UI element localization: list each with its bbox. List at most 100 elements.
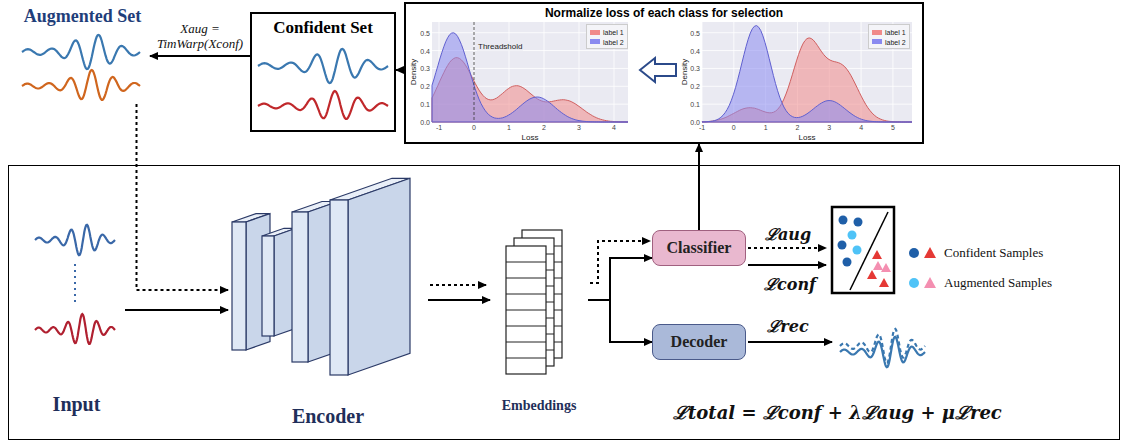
grid-line bbox=[702, 22, 703, 122]
tick-label: 0 bbox=[472, 124, 476, 131]
selection-panel: Normalize loss of each class for selecti… bbox=[404, 2, 924, 144]
legend-icons bbox=[908, 276, 938, 290]
embedding-cell bbox=[506, 262, 546, 263]
circle-sample bbox=[854, 218, 863, 227]
signal-wave bbox=[258, 91, 388, 119]
tick-label: 1 bbox=[764, 124, 768, 131]
tick-label: 0.3 bbox=[420, 65, 430, 72]
tick-label: 5 bbox=[891, 124, 895, 131]
classifier-box: Classifier bbox=[652, 230, 746, 266]
flow-arrow bbox=[588, 258, 652, 300]
axis-title: Density bbox=[409, 59, 418, 86]
embedding-cell bbox=[506, 278, 546, 279]
tick-label: 0.5 bbox=[690, 29, 700, 36]
sample-legend-row: Confident Samples bbox=[908, 244, 1043, 261]
loss-arrow bbox=[748, 247, 826, 249]
tick-label: 0.4 bbox=[690, 47, 700, 54]
flow-arrow bbox=[137, 104, 229, 290]
circle-sample bbox=[853, 246, 862, 255]
axis-title: Density bbox=[680, 59, 689, 86]
hollow-arrow bbox=[640, 58, 676, 82]
node-text: Decoder bbox=[671, 333, 728, 351]
loss-arrow bbox=[748, 264, 826, 266]
tick-label: 1 bbox=[507, 124, 511, 131]
tick-label: 2 bbox=[542, 124, 546, 131]
embedding-cell bbox=[506, 294, 546, 295]
axis-title: Loss bbox=[799, 133, 816, 142]
tick-label: 4 bbox=[612, 124, 616, 131]
signal-wave bbox=[35, 314, 115, 344]
triangle-sample bbox=[881, 263, 891, 272]
encoder-group: Encoder bbox=[228, 188, 428, 430]
node-text: Normalize loss of each class for selecti… bbox=[545, 6, 783, 20]
triangle-sample bbox=[873, 261, 883, 270]
circle-sample bbox=[848, 231, 857, 240]
circle-sample bbox=[838, 241, 847, 250]
circle-sample bbox=[839, 216, 848, 225]
legend-swatch bbox=[872, 39, 882, 44]
tick-label: 4 bbox=[859, 124, 863, 131]
sample-legend-row: Augmented Samples bbox=[908, 274, 1052, 291]
triangle-sample bbox=[924, 247, 936, 258]
dotted-flow bbox=[590, 241, 650, 283]
legend-row: label 1 bbox=[872, 27, 906, 37]
signal-wave bbox=[840, 337, 925, 367]
tick-label: 3 bbox=[577, 124, 581, 131]
legend-row: label 2 bbox=[590, 37, 624, 47]
block-front bbox=[262, 236, 274, 336]
tick-label: 0.5 bbox=[420, 29, 430, 36]
loss-label: ℒaug bbox=[765, 223, 811, 245]
legend-icons bbox=[908, 246, 938, 260]
block-side bbox=[348, 178, 410, 375]
node-text: Confident Set bbox=[273, 18, 373, 38]
signal-wave bbox=[258, 49, 388, 83]
flow-arrow bbox=[396, 69, 404, 71]
triangle-sample bbox=[924, 277, 936, 288]
tick-label: 2 bbox=[796, 124, 800, 131]
tick-label: -1 bbox=[436, 124, 442, 131]
confident-set-box: Confident Set bbox=[250, 12, 396, 132]
embedding-cell bbox=[506, 342, 546, 343]
tick-label: 0.3 bbox=[690, 65, 700, 72]
legend-row: label 2 bbox=[872, 37, 906, 47]
embedding-sheet bbox=[506, 246, 546, 374]
legend-text: label 1 bbox=[885, 29, 906, 36]
triangle-sample bbox=[872, 250, 882, 259]
embedding-cell bbox=[506, 310, 546, 311]
density-curve bbox=[702, 26, 912, 122]
legend-swatch bbox=[872, 30, 882, 35]
tick-label: 0.2 bbox=[420, 83, 430, 90]
block-front bbox=[232, 222, 246, 350]
legend-text: label 1 bbox=[603, 29, 624, 36]
loss-label: ℒconf bbox=[764, 273, 816, 295]
ellipsis-line bbox=[74, 264, 76, 306]
node-text: Classifier bbox=[667, 239, 732, 257]
legend-row: label 1 bbox=[590, 27, 624, 37]
legend-text: label 2 bbox=[603, 38, 624, 45]
tick-label: 0.0 bbox=[420, 119, 430, 126]
pipeline-panel: ℒtotal = ℒconf + λℒaug + μℒrecInputEncod… bbox=[8, 165, 1120, 440]
tick-label: 3 bbox=[827, 124, 831, 131]
grid-line bbox=[474, 22, 475, 122]
legend-swatch bbox=[590, 30, 600, 35]
decoder-box: Decoder bbox=[652, 324, 746, 360]
tick-label: 0.0 bbox=[690, 119, 700, 126]
circle-sample bbox=[909, 278, 919, 288]
tick-label: 0.4 bbox=[420, 47, 430, 54]
signal-wave bbox=[22, 35, 140, 69]
tick-label: 0.1 bbox=[420, 101, 430, 108]
node-text: Encoder bbox=[292, 405, 364, 428]
triangle-sample bbox=[867, 270, 877, 279]
threshold-label: Threadshold bbox=[477, 42, 523, 51]
loss-label: ℒrec bbox=[767, 315, 808, 337]
output-arrow bbox=[748, 341, 832, 343]
flow-arrow bbox=[125, 309, 228, 311]
tick-label: 0.2 bbox=[690, 83, 700, 90]
node-text: Input bbox=[53, 393, 101, 416]
augmented-set: Augmented Set bbox=[15, 4, 150, 104]
plot-legend: label 1 label 2 bbox=[586, 24, 628, 49]
triangle-sample bbox=[879, 278, 889, 287]
threshold-line bbox=[474, 22, 475, 122]
